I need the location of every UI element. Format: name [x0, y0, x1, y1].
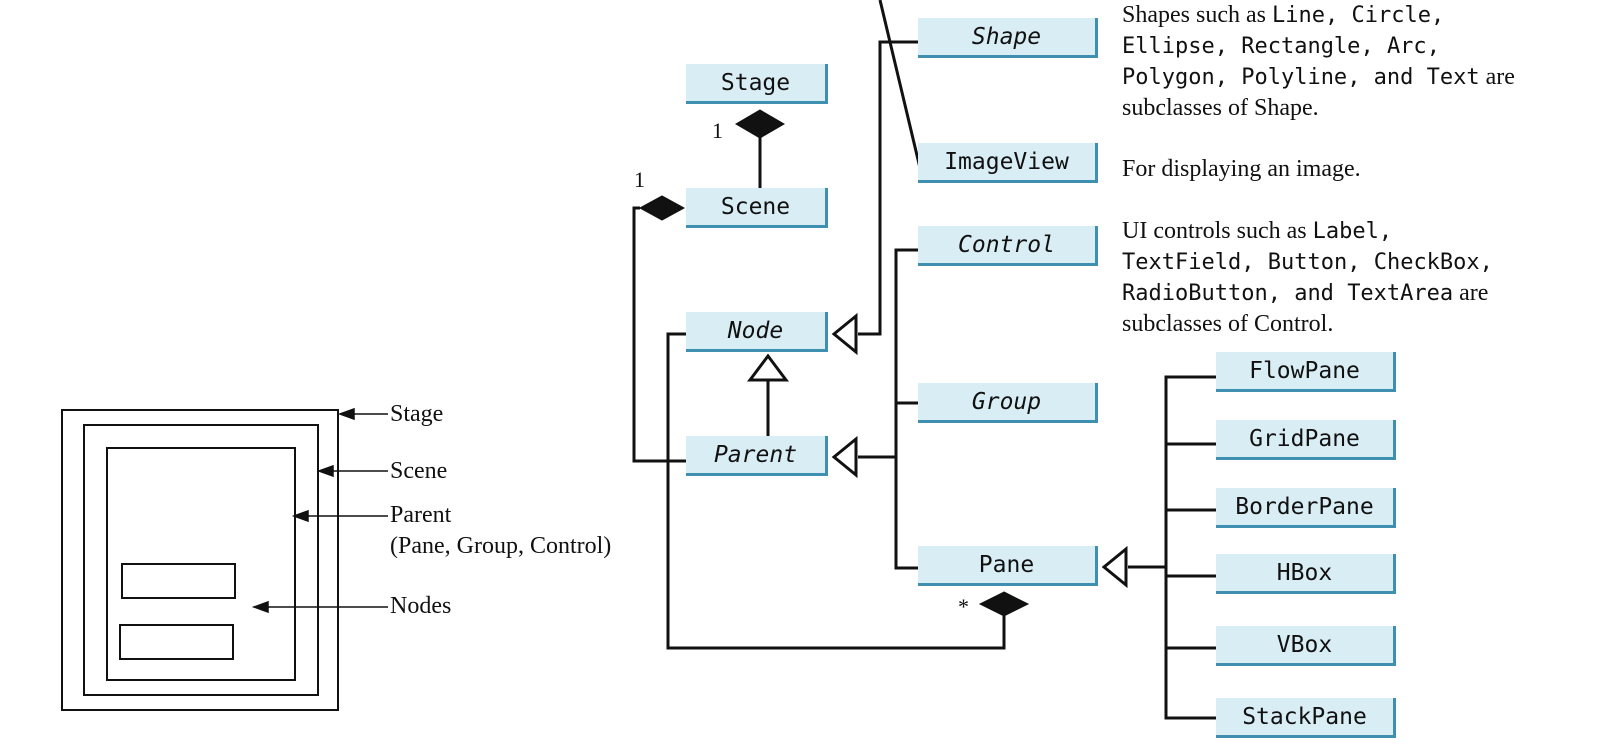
label-stage: Stage	[390, 401, 444, 427]
node-inherit-arrow-2	[831, 312, 858, 356]
parent-inherit-arrow	[831, 435, 858, 479]
note-imageview: For displaying an image.	[1122, 156, 1361, 182]
pane-diamond	[978, 591, 1030, 617]
class-node: Node	[686, 312, 828, 352]
label-nodes: Nodes	[390, 593, 452, 619]
node-rect-1	[121, 563, 236, 599]
scene-rect	[83, 424, 319, 696]
class-scene: Scene	[686, 188, 828, 228]
class-shape: Shape	[918, 18, 1098, 58]
node-inherit-arrow	[747, 353, 789, 382]
node-rect-2	[119, 624, 234, 660]
mult-pane-nodes: *	[958, 594, 969, 619]
stage-diamond	[735, 109, 785, 139]
class-imageview: ImageView	[918, 143, 1098, 183]
class-stage: Stage	[686, 64, 828, 104]
class-pane: Pane	[918, 546, 1098, 586]
class-group: Group	[918, 383, 1098, 423]
note-control: UI controls such as Label, TextField, Bu…	[1122, 218, 1493, 337]
mult-scene-parent: 1	[634, 167, 645, 192]
parent-rect	[106, 447, 296, 681]
stage-rect	[61, 409, 339, 711]
class-vbox: VBox	[1216, 626, 1396, 666]
label-parent-detail: (Pane, Group, Control)	[390, 533, 612, 559]
class-hbox: HBox	[1216, 554, 1396, 594]
label-scene: Scene	[390, 458, 448, 484]
pane-inherit-arrow	[1101, 545, 1128, 589]
class-stackpane: StackPane	[1216, 698, 1396, 738]
class-gridpane: GridPane	[1216, 420, 1396, 460]
label-parent: Parent	[390, 502, 452, 528]
class-parent: Parent	[686, 436, 828, 476]
mult-stage-scene: 1	[712, 118, 723, 143]
note-shape: Shapes such as Line, Circle, Ellipse, Re…	[1122, 2, 1515, 121]
class-control: Control	[918, 226, 1098, 266]
class-flowpane: FlowPane	[1216, 352, 1396, 392]
scene-diamond	[638, 195, 686, 221]
class-borderpane: BorderPane	[1216, 488, 1396, 528]
